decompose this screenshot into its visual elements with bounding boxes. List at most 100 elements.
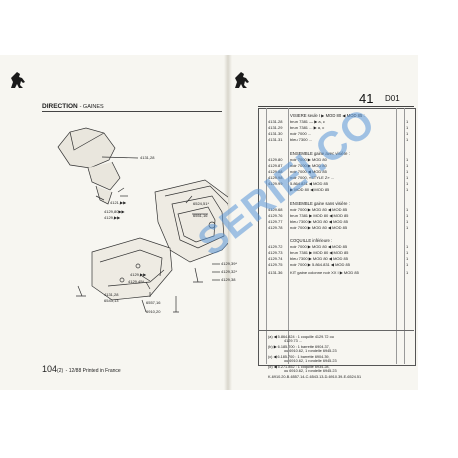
part-desc: noir 7000, «STYLE Z» ... [290,175,335,180]
part-qty: 1 [406,157,409,162]
callout-4129-a: 4129,▶▶ [104,215,121,220]
subsection-name: - GAINES [79,104,104,110]
page-fold [224,55,232,390]
part-qty: 1 [406,213,409,218]
part-ref: 4129.72 [268,244,283,249]
part-desc: brun 7381 ▶ MOD 80 ◀ MOD 85 [290,250,349,255]
part-desc: noir 7000 ▶ 5.864.831 ◀ MOD 85 [290,262,350,267]
part-desc: noir 7000 ▶ MOD 80 ◀ MOD 85 [290,225,348,230]
part-desc: ▶ MOD 80 ◀ MOD 85 [290,187,330,192]
part-qty: 1 [406,119,409,124]
footnote: (b) ▶ 6.185.700 : 1 barrette 6904.37, [268,345,330,349]
callout-6910-20: 6910,20 [146,309,161,314]
callout-4129-80: 4129,80▶▶ [104,209,125,214]
part-desc: noir 7000 ▶ MOD 80 ◀ MOD 85 [290,207,348,212]
left-page-code: (2) [57,368,64,374]
part-qty: 1 [406,225,409,230]
table-col-line [288,108,289,364]
callout-4131-28-bottom: 4131,28 [104,292,119,297]
table-col-line [266,108,267,364]
exploded-parts-drawing [57,127,228,313]
callout-4129-38: 4129,38 [221,277,236,282]
part-qty: 1 [406,207,409,212]
callout-4129-39: 4129,39* [221,261,238,266]
callout-6524-51: 6524,51* [193,201,210,206]
part-qty: 1 [406,181,409,186]
table-col-line [396,108,397,364]
part-qty: 1 [406,256,409,261]
notes-rule [258,330,414,331]
part-qty: 1 [406,219,409,224]
part-qty: 1 [406,175,409,180]
right-page-number: 41 [359,91,374,106]
part-desc: noir 7000 ... [290,131,312,136]
part-ref: 4129.98 [268,175,283,180]
callout-4131-28-top: 4131,28 [140,155,155,160]
part-ref: 4131.29 [268,125,283,130]
block-heading: ENSEMBLE gaine avec visière : [290,151,350,156]
part-desc: bleu 7300 ▶ MOD 80 ◀ MOD 85 [290,256,348,261]
part-ref: 4129.75 [268,262,283,267]
callout-6551-16: 6551,16 [193,213,208,218]
footnote: ou 6910.62, 1 rondelle 6945.23 [284,349,337,353]
part-ref: 4131.28 [268,119,283,124]
callout-4121: 4121,▶▶ [110,200,127,205]
part-desc: bleu 7300 ▶ MOD 80 ◀ MOD 85 [290,219,348,224]
part-ref: 4129.87 [268,163,283,168]
part-desc: noir 7000 ◀ MOD 85 [290,169,327,174]
left-footer: 104(2) - 12/88 Printed in France [42,364,121,374]
part-ref: 4129.68 [268,207,283,212]
part-qty: 1 [406,187,409,192]
part-qty: 1 [406,270,409,275]
footnote: ou 6910.62, 1 rondelle 6945.23 [284,359,337,363]
part-qty: 1 [406,250,409,255]
block-heading: COQUILLE inférieure : [290,238,333,243]
footnote: (d) ◀ 5.271.852 : 1 coquille 6934.28, [268,365,330,369]
part-qty: 1 [406,244,409,249]
footnote-refs: K-6910.20-B-6557.14-C-6543.13-D-6910.39-… [268,375,362,379]
peugeot-lion-logo-left [11,72,25,88]
peugeot-lion-logo-right [235,72,249,88]
part-desc: 5.864.831 ◀ MOD 85 [290,181,328,186]
part-desc: noir 7000 ▶ MOD 80 ◀ MOD 85 [290,244,348,249]
part-ref: 4129.88 [268,169,283,174]
part-ref: 4129.78 [268,225,283,230]
part-qty: 1 [406,169,409,174]
part-ref: 4131.31 [268,137,283,142]
callout-4129-45: 4129,45* [128,279,145,284]
parts-table [258,108,416,366]
footnote: ou 6910.62, 1 rondelle 6945.23 [284,369,337,373]
part-ref: 4129.74 [268,256,283,261]
left-page-number: 104 [42,364,58,374]
callout-4129-32: 4129,32* [221,269,238,274]
section-name: DIRECTION [42,103,78,110]
part-ref: 4129.99 [268,181,283,186]
part-desc: brun 7381 ▶ MOD 80 ◀ MOD 85 [290,213,349,218]
footnote: 4129.73 ... [284,339,302,343]
footnote: (c) ◀ 6.185.700 : 1 barrette 6904.39, [268,355,330,359]
block-heading: ENSEMBLE gaine sans visière : [290,201,350,206]
table-col-line [404,108,405,364]
part-desc: brun 7381 — ▶ a, c [290,119,325,124]
part-qty: 1 [406,262,409,267]
part-desc: KIT gaine colonne noir XX I ▶ MOD 85 [290,270,359,275]
footer-text: - 12/88 Printed in France [65,368,121,374]
part-ref: 4129.80 [268,157,283,162]
header-rule-left [42,111,222,112]
part-qty: 1 [406,131,409,136]
part-ref: 4129.73 [268,250,283,255]
part-qty: 1 [406,163,409,168]
part-ref: 4129.77 [268,219,283,224]
header-rule-right [258,106,414,107]
part-ref: 4131.30 [268,131,283,136]
part-desc: noir 7000 ▶ MOD 80 [290,157,327,162]
part-desc: bleu 7300 ... [290,137,313,142]
part-ref: 4131.36 [268,270,283,275]
right-page-code: D01 [385,94,400,103]
part-desc: noir 7000 ▶ MOD 80 [290,163,327,168]
callout-4129-b: 4129,▶▶ [130,272,147,277]
part-ref: 4129.76 [268,213,283,218]
block-heading: VISIERE seule I ▶ MOD 80 ◀ MOD 85 : [290,113,365,118]
callout-6557-16: 6557,16 [146,300,161,305]
part-desc: brun 7381 ... ▶ a, c [290,125,325,130]
